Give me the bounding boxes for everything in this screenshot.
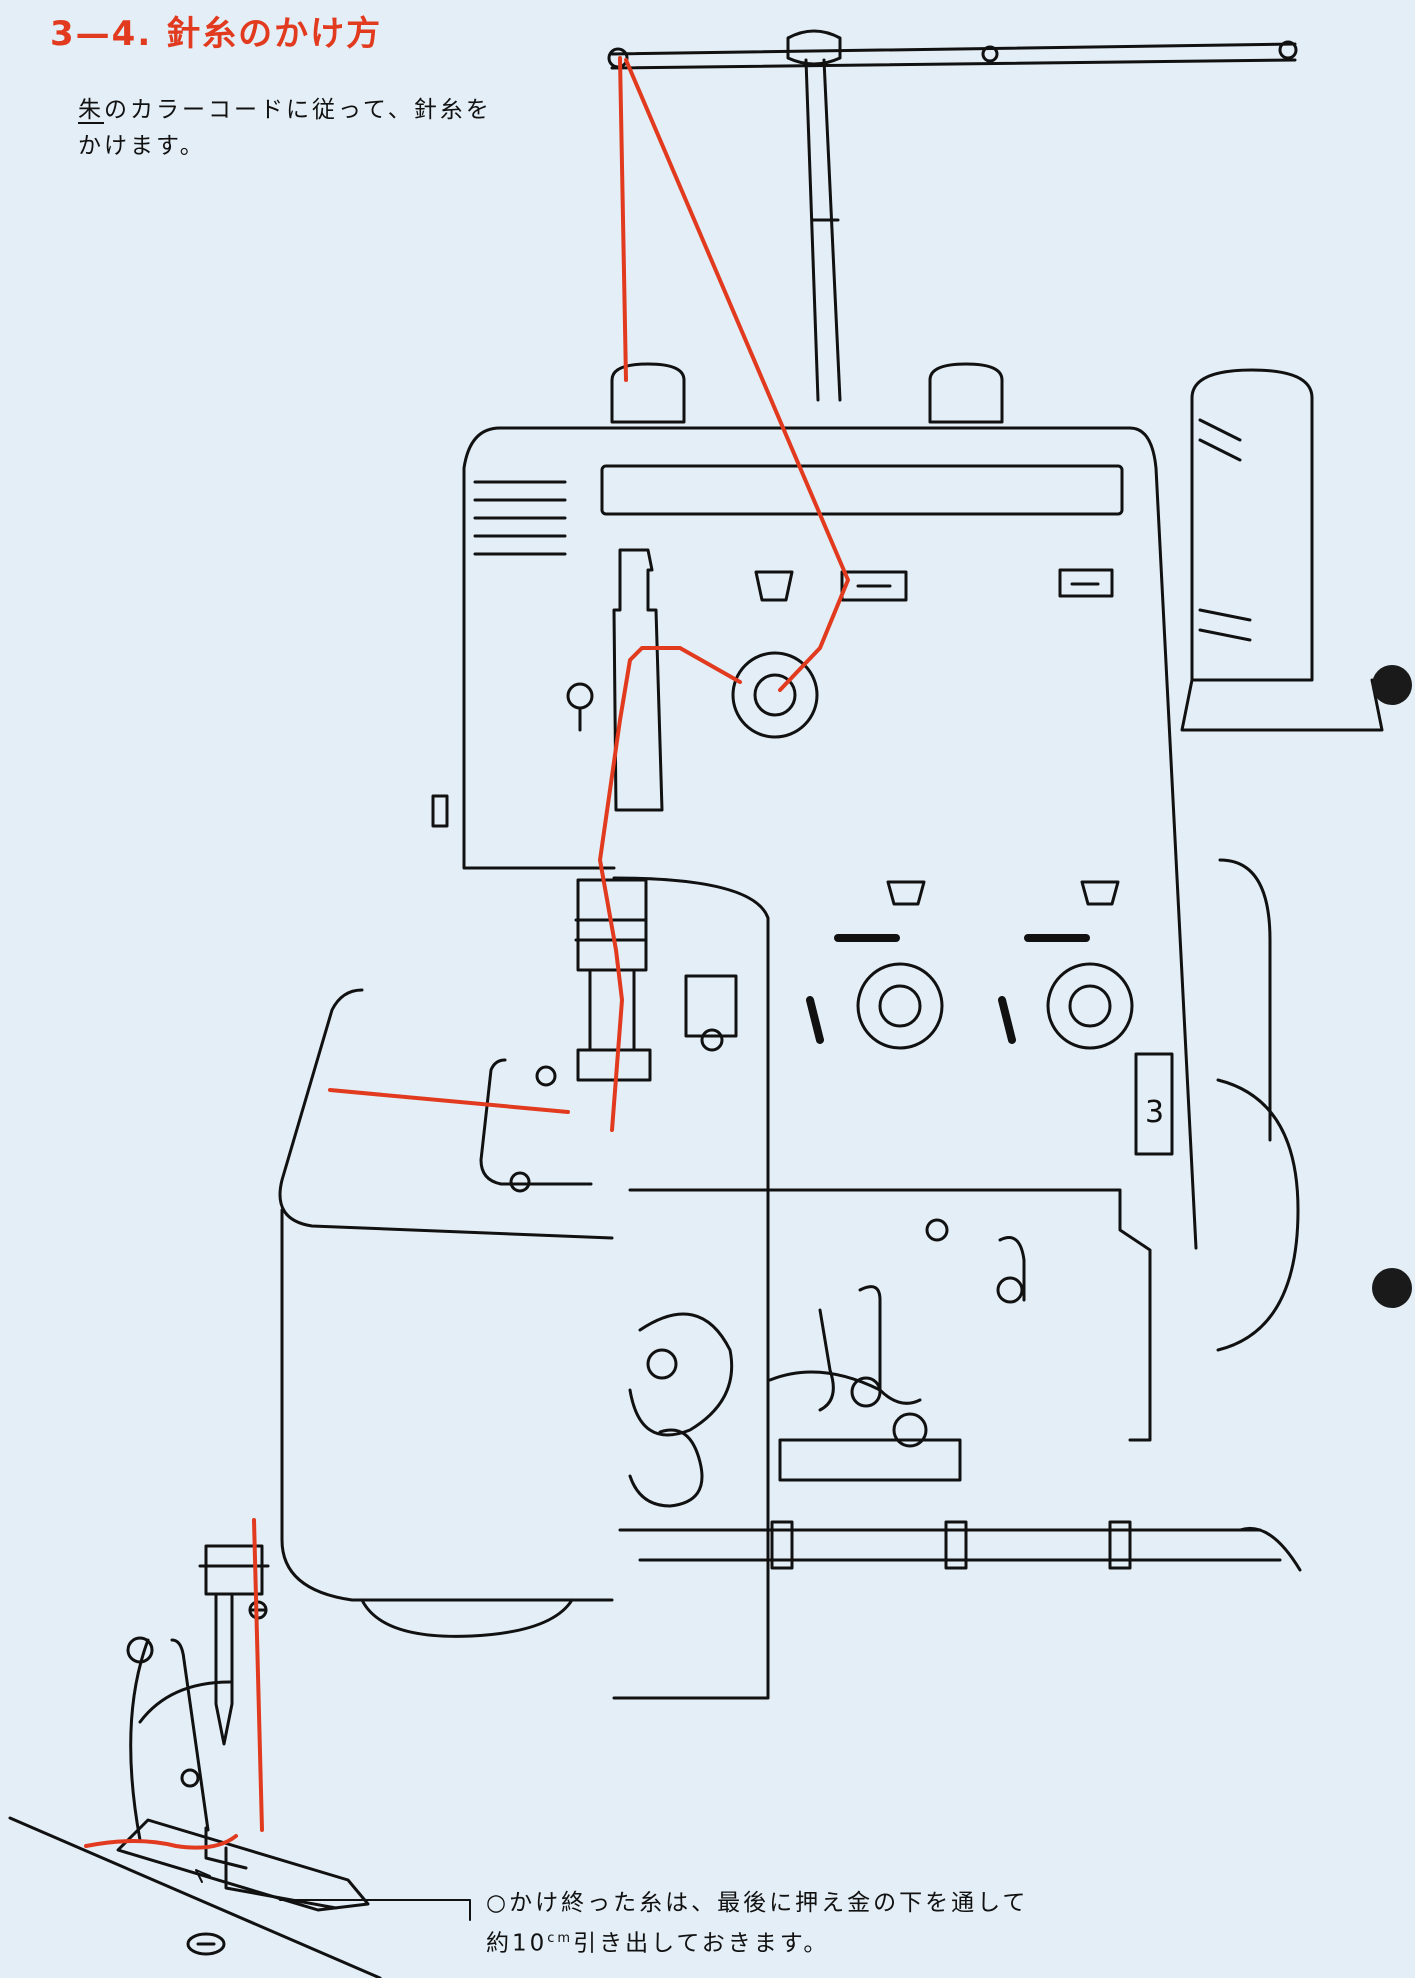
note-line-2-prefix: 約10 <box>486 1930 548 1957</box>
needle-bar-assembly <box>566 548 738 1082</box>
dial-number: 3 <box>1145 1095 1164 1130</box>
section-title: 3—4. 針糸のかけ方 <box>50 6 382 55</box>
intro-line-2: かけます。 <box>78 133 206 159</box>
front-panel: 3 <box>612 858 1300 1700</box>
side-cover <box>278 988 614 1638</box>
note-line-2-rest: 引き出しておきます。 <box>573 1930 830 1957</box>
looper-area <box>628 1188 1152 1508</box>
binder-hole-top <box>1372 665 1412 705</box>
machine-upper-body <box>431 426 1198 1250</box>
note-line-1: ○かけ終った糸は、最後に押え金の下を通して <box>486 1885 1028 1921</box>
binder-hole-bottom <box>1372 1268 1412 1308</box>
thread-stand <box>607 29 1298 402</box>
section-number: 3—4. <box>50 14 153 54</box>
presser-foot-detail <box>8 1544 471 1978</box>
note-line-1-text: かけ終った糸は、最後に押え金の下を通して <box>509 1890 1029 1916</box>
needle-thread-path <box>84 56 850 1850</box>
intro-line-1-rest: のカラーコードに従って、針糸を <box>104 97 492 123</box>
intro-text: 朱のカラーコードに従って、針糸を かけます。 <box>78 92 492 164</box>
note-unit: cm <box>547 1931 574 1946</box>
intro-line-1: 朱のカラーコードに従って、針糸を <box>78 92 492 128</box>
base-rail <box>618 1520 1302 1572</box>
thread-spools <box>610 362 1384 732</box>
note-bullet: ○ <box>486 1890 510 1916</box>
note-text: ○かけ終った糸は、最後に押え金の下を通して 約10cm引き出しておきます。 <box>486 1885 1028 1962</box>
color-key-char: 朱 <box>78 97 104 123</box>
section-title-text: 針糸のかけ方 <box>166 14 383 54</box>
note-line-2: 約10cm引き出しておきます。 <box>486 1921 1028 1962</box>
